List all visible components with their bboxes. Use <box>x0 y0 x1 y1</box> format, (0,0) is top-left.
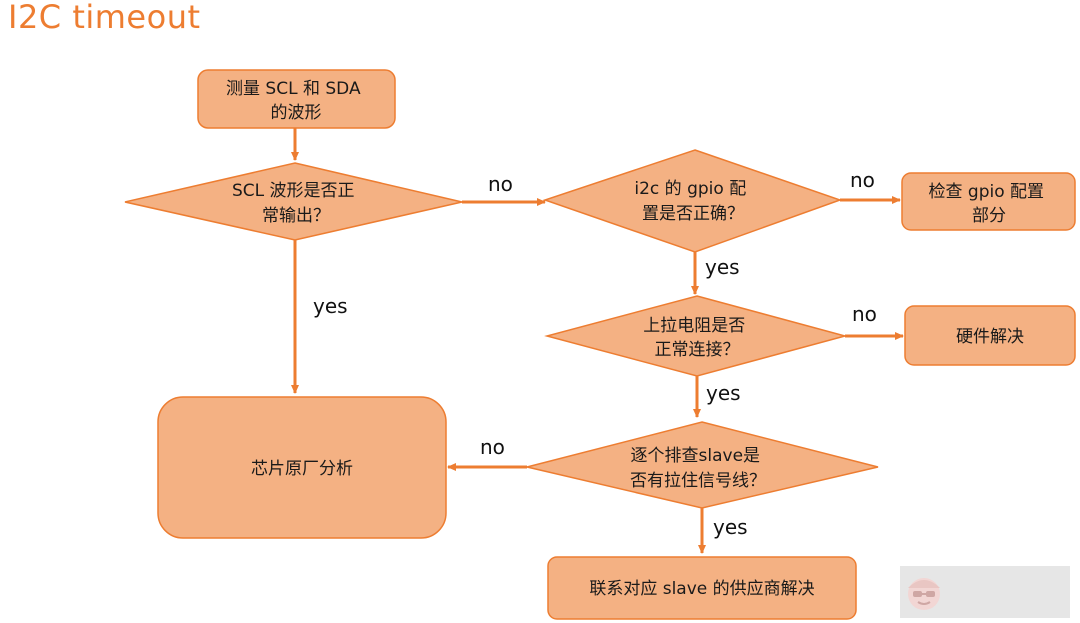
face-logo-icon <box>908 578 940 610</box>
page-title: I2C timeout <box>8 0 201 36</box>
node-pullup-label: 上拉电阻是否 正常连接？ <box>643 316 750 360</box>
node-check-gpio-label: 检查 gpio 配置 部分 <box>929 182 1050 226</box>
node-measure-label: 测量 SCL 和 SDA 的波形 <box>226 79 366 123</box>
node-scl-output-label: SCL 波形是否正 常输出？ <box>232 181 360 226</box>
edge-label-slave-no: no <box>480 435 505 459</box>
edge-label-scl-no: no <box>488 172 513 196</box>
node-hardware-fix <box>904 305 1076 366</box>
node-scl-output <box>124 162 463 241</box>
edge-label-gpio-no: no <box>850 168 875 192</box>
node-contact-supplier <box>547 556 857 620</box>
node-slave-check <box>526 421 879 509</box>
node-gpio-config <box>542 149 843 253</box>
node-pullup <box>544 295 848 377</box>
node-check-gpio <box>901 172 1076 231</box>
node-chip-vendor-label: 芯片原厂分析 <box>251 459 353 479</box>
node-chip-vendor <box>157 396 447 539</box>
watermark <box>900 566 1070 618</box>
node-hardware-fix-label: 硬件解决 <box>956 327 1024 347</box>
node-measure <box>197 69 396 129</box>
connectors <box>291 128 904 554</box>
edge-label-pullup-yes: yes <box>706 381 741 405</box>
edge-label-gpio-yes: yes <box>705 255 740 279</box>
edge-label-pullup-no: no <box>852 302 877 326</box>
edge-label-slave-yes: yes <box>713 515 748 539</box>
node-gpio-config-label: i2c 的 gpio 配 置是否正确？ <box>634 179 751 224</box>
edge-label-scl-yes: yes <box>313 294 348 318</box>
node-contact-supplier-label: 联系对应 slave 的供应商解决 <box>589 579 814 599</box>
node-slave-check-label: 逐个排查slave是 否有拉住信号线？ <box>630 446 766 491</box>
